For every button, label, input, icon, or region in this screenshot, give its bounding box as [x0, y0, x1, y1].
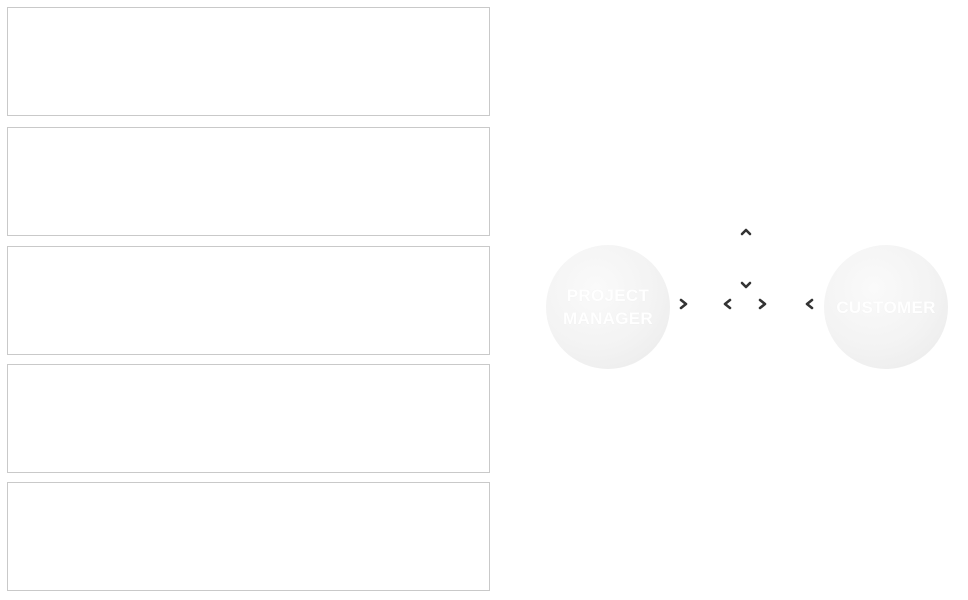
chevron-right-icon: [756, 297, 770, 311]
project-manager-node[interactable]: Project Manager: [546, 245, 670, 369]
project-manager-label-line2: Manager: [563, 309, 653, 328]
chevron-left-icon: [802, 297, 816, 311]
chevron-right-icon: [677, 297, 691, 311]
project-manager-label-line1: Project: [566, 286, 650, 305]
customer-node[interactable]: Customer: [824, 245, 948, 369]
chevron-down-icon: [739, 278, 753, 292]
panel-3: [7, 246, 490, 355]
panel-1: [7, 7, 490, 116]
panel-2: [7, 127, 490, 236]
customer-label: Customer: [836, 297, 936, 317]
chevron-left-icon: [720, 297, 734, 311]
panel-4: [7, 364, 490, 473]
chevron-up-icon: [739, 225, 753, 239]
project-manager-label: Project Manager: [563, 284, 653, 330]
panel-5: [7, 482, 490, 591]
